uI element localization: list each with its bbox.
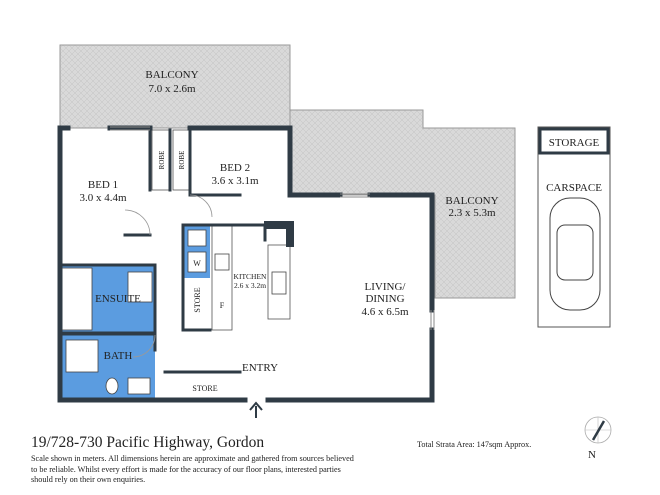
robe-2-label: ROBE: [178, 151, 186, 170]
shower-bath: [65, 339, 99, 373]
compass-north-label: N: [588, 449, 596, 461]
bath-label: BATH: [104, 350, 133, 362]
carspace-outline: [537, 126, 611, 328]
kitchen-dims: 2.6 x 3.2m: [234, 281, 266, 290]
balcony-top-label: BALCONY: [145, 69, 198, 81]
fridge-label: F: [220, 301, 225, 310]
doors: [124, 194, 213, 358]
laundry-tub: [187, 229, 207, 247]
disclaimer: Scale shown in meters. All dimensions he…: [31, 454, 354, 484]
bed1-label: BED 1: [88, 179, 118, 191]
entry-store-label: STORE: [192, 384, 217, 393]
balcony-right-dims: 2.3 x 5.3m: [448, 207, 496, 219]
bed2-label: BED 2: [220, 162, 250, 174]
windows: [110, 126, 435, 330]
kitchen-bench: [211, 225, 233, 331]
balcony-top-dims: 7.0 x 2.6m: [148, 83, 196, 95]
vanity: [127, 377, 151, 395]
washer-label: W: [193, 259, 201, 268]
bathtub: [61, 267, 93, 331]
store-label: STORE: [193, 287, 202, 312]
strata-area: Total Strata Area: 147sqm Approx.: [417, 440, 532, 449]
storage-label: STORAGE: [549, 137, 600, 149]
north-arrow-icon: [584, 416, 612, 444]
walls: [57, 125, 435, 403]
carspace-label: CARSPACE: [546, 182, 602, 194]
shower: [127, 271, 153, 303]
balcony-top: [59, 44, 291, 129]
storage-box: [538, 127, 610, 155]
washer: [187, 251, 207, 273]
property-address: 19/728-730 Pacific Highway, Gordon: [31, 434, 265, 451]
bed1-dims: 3.0 x 4.4m: [79, 192, 127, 204]
bed2-dims: 3.6 x 3.1m: [211, 175, 259, 187]
entry-arrow-icon: [249, 401, 263, 418]
living-label-1: LIVING/: [365, 281, 407, 293]
ensuite-label: ENSUITE: [95, 293, 141, 305]
living-label-2: DINING: [365, 293, 404, 305]
sink-icon: [271, 271, 287, 295]
kitchen-label: KITCHEN: [234, 272, 267, 281]
car-icon: [549, 197, 601, 311]
toilet: [105, 377, 119, 395]
living-dims: 4.6 x 6.5m: [361, 306, 409, 318]
cooktop-icon: [214, 253, 230, 271]
entry-label: ENTRY: [242, 362, 278, 374]
robe-1-label: ROBE: [158, 151, 166, 170]
balcony-right-label: BALCONY: [445, 195, 498, 207]
